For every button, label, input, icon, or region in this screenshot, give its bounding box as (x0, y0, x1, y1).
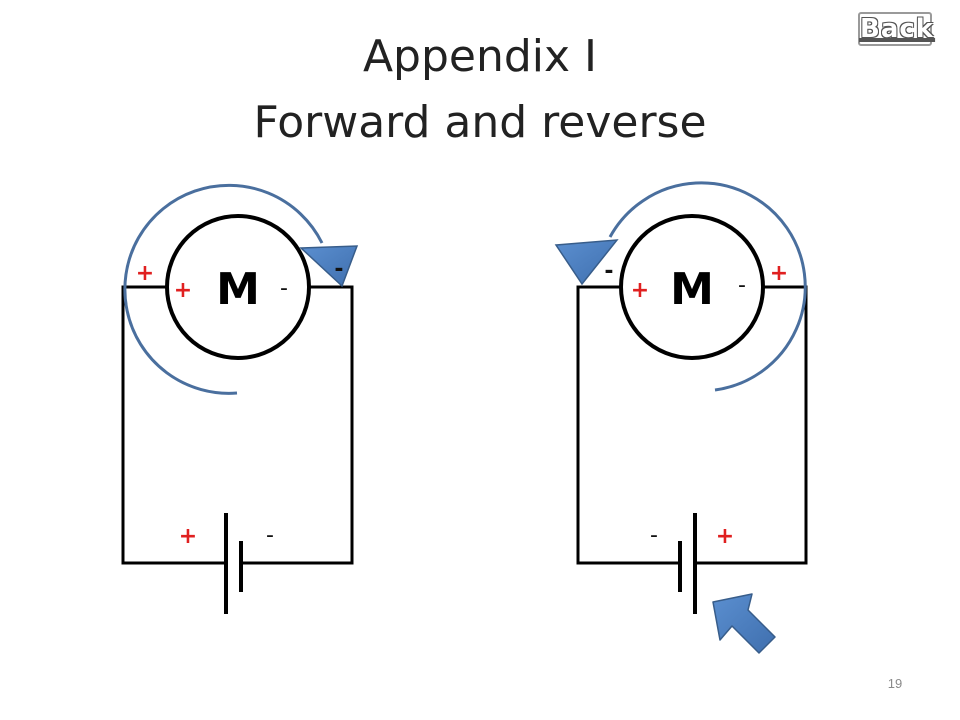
slide-title-line-1: Appendix I (362, 31, 598, 82)
slide-title-line-2: Forward and reverse (253, 97, 707, 148)
reverse-motor-minus: - (738, 273, 746, 298)
reverse-circuit: M - + - + - + (554, 181, 808, 654)
forward-motor-label: M (216, 264, 260, 315)
forward-motor (165, 214, 311, 360)
forward-motor-minus: - (280, 276, 288, 301)
reverse-motor-label: M (670, 264, 714, 315)
forward-battery (224, 513, 243, 614)
forward-circuit-wires (121, 285, 354, 565)
reverse-battery-minus: - (650, 523, 658, 548)
reverse-motor (619, 214, 765, 360)
reverse-outer-minus: - (604, 259, 613, 284)
reverse-circuit-wires (576, 285, 808, 565)
reverse-outer-plus: + (770, 261, 788, 286)
forward-rotation-arc (123, 183, 324, 395)
forward-outer-plus: + (136, 261, 154, 286)
page-number: 19 (887, 676, 903, 691)
forward-battery-minus: - (266, 523, 274, 548)
reverse-rotation-arc (608, 181, 807, 392)
back-button[interactable]: Back (858, 12, 935, 46)
forward-battery-plus: + (179, 524, 197, 549)
reverse-rotation-arrowhead (554, 239, 619, 286)
reverse-motor-plus: + (631, 278, 649, 303)
forward-arrow-minus: - (334, 257, 343, 282)
battery-pointer-arrow (712, 593, 776, 654)
forward-motor-plus: + (174, 278, 192, 303)
reverse-battery-plus: + (716, 524, 734, 549)
forward-circuit: M + + - - + - (121, 183, 359, 614)
forward-rotation-arrowhead (299, 245, 359, 288)
reverse-battery (678, 513, 697, 614)
